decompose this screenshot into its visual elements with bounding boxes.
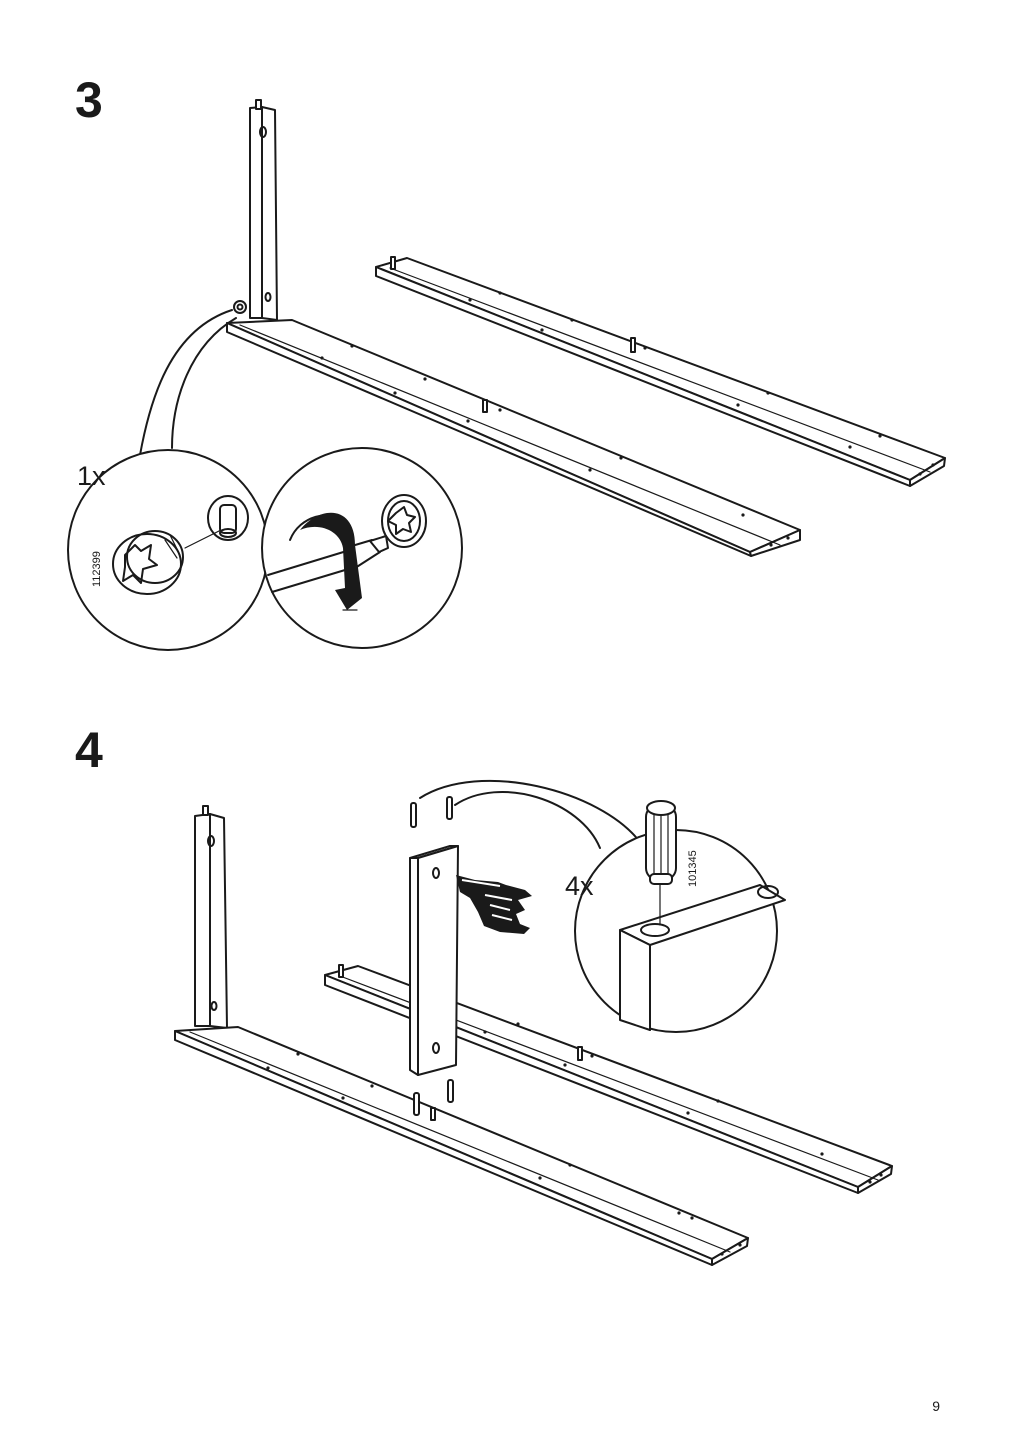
step4-upright-post: [194, 805, 228, 1029]
step3-upright-post: [249, 99, 278, 321]
wooden-dowel-icon: [410, 796, 454, 1116]
step-number: 4: [75, 722, 103, 778]
step-number: 3: [75, 72, 103, 128]
cam-lock-detail: [67, 449, 269, 651]
step4-back-rail: [324, 964, 893, 1194]
quantity-label: 1x: [77, 461, 106, 491]
step3-back-rail: [375, 256, 946, 487]
dowel-detail: [574, 800, 786, 1033]
step4-center-panel: [409, 845, 459, 1076]
step4-illustration: [174, 779, 893, 1266]
step4-front-rail: [174, 1026, 749, 1266]
dowel-close-up: [645, 800, 677, 885]
step3-illustration: [67, 99, 946, 651]
part-number: 112399: [91, 551, 103, 587]
cam-lock-icon: [233, 300, 247, 314]
pointing-hand-icon: [456, 875, 532, 934]
quantity-label: 4x: [565, 871, 594, 901]
part-number: 101345: [687, 850, 699, 887]
page-number: 9: [932, 1398, 940, 1414]
turning-detail: [261, 447, 463, 649]
step3-front-rail: [226, 319, 801, 557]
